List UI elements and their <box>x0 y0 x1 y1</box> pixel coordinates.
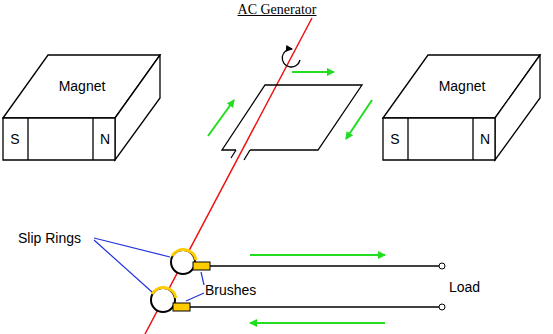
brushes-label: Brushes <box>205 282 256 298</box>
pole-label: S <box>390 131 399 147</box>
magnet-box: MagnetS N <box>382 54 542 162</box>
load-label: Load <box>449 279 480 295</box>
magnet-box: MagnetS N <box>2 54 162 162</box>
pole-label: N <box>100 131 110 147</box>
magnet-label: Magnet <box>59 78 106 94</box>
pole-label: N <box>480 131 490 147</box>
diagram-title: AC Generator <box>238 2 317 18</box>
magnet-outline <box>382 54 542 162</box>
magnet-outline <box>2 54 162 162</box>
pole-label: S <box>10 131 19 147</box>
magnet-label: Magnet <box>439 78 486 94</box>
slip-rings-label: Slip Rings <box>18 230 81 246</box>
